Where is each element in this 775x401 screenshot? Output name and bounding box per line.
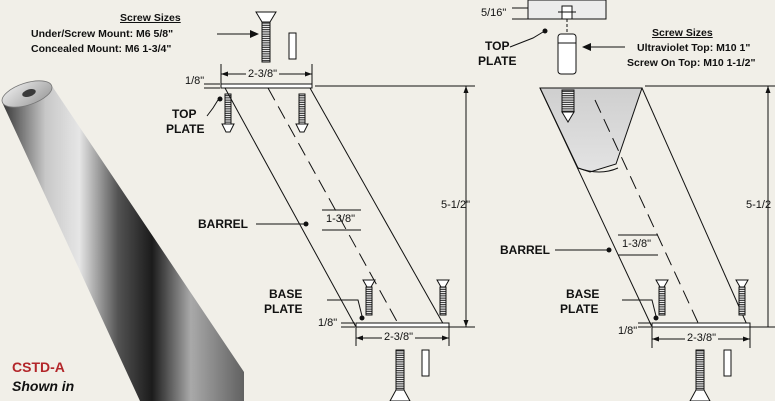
right-top-plate-label-line1: TOP [485, 39, 510, 53]
left-top-plate-width: 2-3/8" [246, 68, 279, 80]
product-code: CSTD-A [12, 359, 65, 375]
left-base-plate-width: 2-3/8" [382, 331, 415, 343]
product-caption: Shown in [12, 378, 75, 394]
left-base-screw-icon-2 [436, 279, 450, 316]
right-base-plate-thickness: 1/8" [618, 325, 638, 337]
left-bottom-concealed-screw-icon [421, 349, 430, 377]
right-height: 5-1/2 [746, 199, 772, 211]
left-base-plate-label-line1: BASE [269, 287, 303, 301]
left-base-screw-icon [362, 279, 376, 316]
right-base-screw-icon-2 [735, 279, 749, 316]
left-barrel-label: BARREL [198, 217, 248, 231]
left-height: 5-1/2" [441, 199, 470, 211]
left-bottom-screw-icon [389, 349, 411, 401]
left-top-plate-screw-icon-2 [295, 93, 309, 133]
right-bottom-concealed-screw-icon [723, 349, 732, 377]
left-screw-sizes-title: Screw Sizes [120, 12, 181, 24]
right-base-screw-icon [655, 279, 669, 316]
left-barrel-diameter: 1-3/8" [326, 213, 355, 225]
right-barrel-label: BARREL [500, 243, 550, 257]
left-screw-sizes-line2: Concealed Mount: M6 1-3/4" [31, 43, 172, 55]
left-top-plate-thickness: 1/8" [185, 75, 205, 87]
right-screw-sizes-line1: Ultraviolet Top: M10 1" [637, 42, 751, 54]
chrome-barrel-image [1, 80, 244, 401]
left-base-plate-thickness: 1/8" [318, 317, 338, 329]
right-screw-sizes-line2: Screw On Top: M10 1-1/2" [627, 57, 756, 69]
right-base-plate-label-line1: BASE [566, 287, 600, 301]
left-top-plate-screw-icon [221, 93, 235, 133]
left-base-plate-label-line2: PLATE [264, 302, 303, 316]
right-base-plate-width: 2-3/8" [685, 332, 718, 344]
left-diagram [204, 11, 475, 401]
right-diagram [509, 0, 775, 401]
left-screw-sizes-line1: Under/Screw Mount: M6 5/8" [31, 28, 174, 40]
right-barrel-screw-icon [561, 89, 575, 123]
left-concealed-screw-icon [288, 32, 297, 60]
left-top-plate-label-line2: PLATE [166, 122, 205, 136]
left-top-screw-icon [255, 11, 277, 63]
right-top-screw-icon [557, 33, 577, 75]
right-base-plate-label-line2: PLATE [560, 302, 599, 316]
left-top-plate-label-line1: TOP [172, 107, 197, 121]
right-barrel-diameter: 1-3/8" [622, 238, 651, 250]
right-screw-sizes-title: Screw Sizes [652, 27, 713, 39]
right-top-cap-height: 5/16" [481, 7, 507, 19]
right-top-plate-label-line2: PLATE [478, 54, 517, 68]
right-bottom-screw-icon [689, 349, 711, 401]
